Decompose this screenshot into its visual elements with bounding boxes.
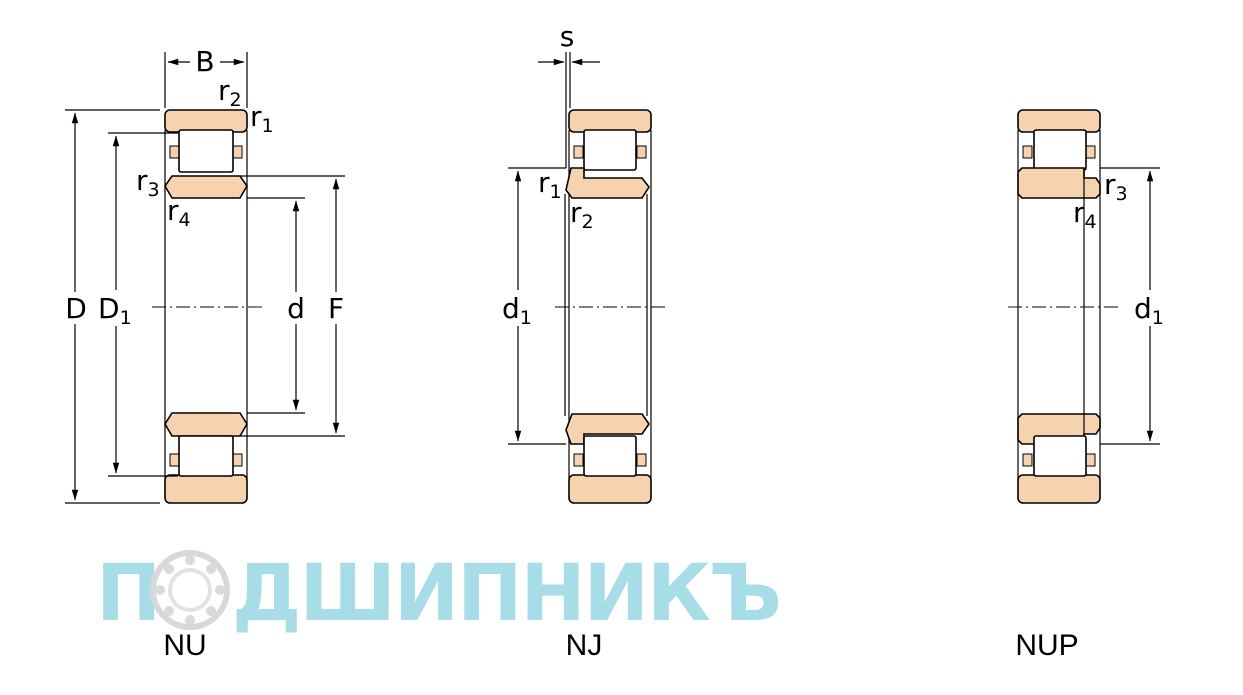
label-r4-nup: r4 [1073,196,1097,233]
dim-label-d: d [287,292,305,325]
label-r1-nu: r1 [250,100,274,137]
nup-outer-ring-bottom [1017,474,1101,504]
nj-roller-top [583,129,637,171]
dim-label-F: F [328,292,344,325]
nu-bearing: B D D1 d F r2 r1 r3 r4 NU [63,45,349,662]
nj-roller-bottom [583,435,637,477]
watermark: П ДШИПНИКЪ [96,549,782,639]
dim-label-B: B [195,45,214,78]
label-r4-nu: r4 [167,194,191,231]
nu-roller-top [178,129,234,173]
dim-label-D1: D1 [98,292,132,329]
nu-outer-ring-top [164,109,248,133]
label-r2-nu: r2 [218,74,242,111]
nup-outer-ring-top [1017,109,1101,133]
dim-label-s: s [560,20,575,53]
watermark-text-right: ДШИПНИКЪ [232,549,780,639]
nj-bearing: s d1 r1 r2 NJ [500,20,665,662]
watermark-text-left: П [96,549,159,639]
nup-roller-bottom [1033,435,1087,477]
label-r3-nup: r3 [1104,168,1128,205]
bearing-logo-icon [150,550,230,630]
caption-nj: NJ [566,629,603,662]
label-r2-nj: r2 [570,196,594,233]
nu-outer-ring-bottom [164,474,248,504]
dim-label-D: D [65,292,87,325]
dim-label-d1-nj: d1 [502,292,532,329]
nj-outer-ring-top [568,109,652,133]
caption-nup: NUP [1015,629,1078,662]
label-r3-nu: r3 [136,164,160,201]
dim-label-d1-nup: d1 [1134,292,1164,329]
nu-inner-ring-bottom [164,412,248,437]
caption-nu: NU [163,629,206,662]
label-r1-nj: r1 [538,166,562,203]
nup-bearing: d1 r3 r4 NUP [1008,109,1168,662]
nj-inner-ring-top [565,167,650,199]
nj-outer-ring-bottom [568,474,652,504]
nj-inner-ring-bottom [565,413,650,445]
nup-roller-top [1033,129,1087,171]
nup-inner-ring-top [1017,167,1101,199]
nu-roller-bottom [178,435,234,477]
